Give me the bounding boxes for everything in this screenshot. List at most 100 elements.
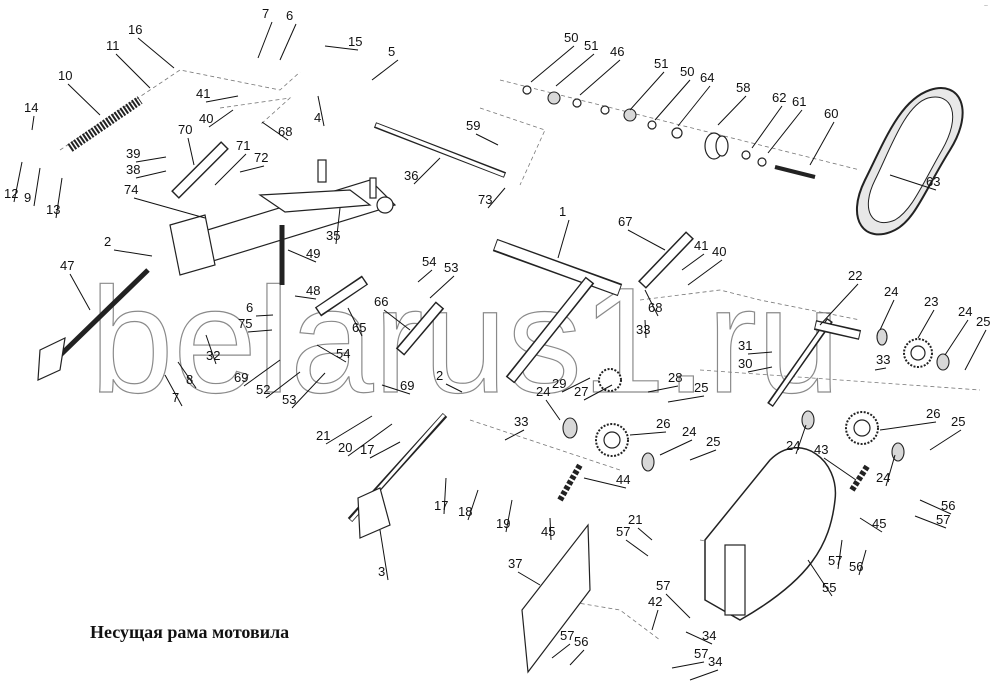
part-callout-25: 25: [964, 314, 990, 371]
part-callout-6: 6: [279, 8, 297, 61]
chains: [557, 463, 871, 502]
part-callout-7: 7: [257, 6, 273, 59]
part-callout-46: 46: [579, 44, 624, 96]
pulley-assembly: [522, 85, 816, 179]
part-number: 41: [694, 238, 708, 253]
part-number: 50: [680, 64, 694, 79]
part-number: 48: [306, 283, 320, 298]
part-callout-60: 60: [809, 106, 838, 166]
part-number: 38: [126, 162, 140, 177]
part-number: 58: [736, 80, 750, 95]
part-number: 69: [400, 378, 414, 393]
part-callout-63: 63: [889, 174, 940, 191]
part-callout-2: 2: [104, 234, 153, 257]
leader-line: [879, 299, 895, 331]
part-number: 57: [656, 578, 670, 593]
part-callout-26: 26: [629, 416, 670, 436]
part-callout-33: 33: [636, 319, 650, 339]
leader-line: [944, 319, 969, 356]
part-number: 25: [976, 314, 990, 329]
part-callout-21: 21: [628, 512, 653, 541]
part-callout-29: 29: [552, 376, 591, 393]
part-number: 62: [772, 90, 786, 105]
leader-line: [583, 384, 613, 401]
leader-line: [371, 59, 399, 81]
leader-line: [823, 457, 857, 481]
leader-line: [914, 515, 947, 529]
part-number: 9: [24, 190, 31, 205]
part-number: 26: [656, 416, 670, 431]
leader-line: [885, 454, 896, 487]
reel-drive-frame: [492, 238, 862, 408]
part-callout-41: 41: [196, 86, 239, 103]
part-number: 24: [536, 384, 550, 399]
part-number: 16: [128, 22, 142, 37]
part-callout-67: 67: [618, 214, 666, 251]
part-number: 27: [574, 384, 588, 399]
part-number: 75: [238, 316, 252, 331]
leader-line: [177, 361, 197, 389]
leader-line: [316, 344, 347, 363]
part-callout-3: 3: [378, 529, 389, 581]
part-number: 24: [682, 424, 696, 439]
part-callout-62: 62: [751, 90, 786, 149]
leader-line: [557, 219, 570, 259]
part-callout-25: 25: [667, 380, 708, 403]
leader-line: [874, 367, 887, 371]
corner-mark: ~: [983, 3, 988, 10]
part-callout-7: 7: [164, 374, 183, 407]
part-number: 52: [256, 382, 270, 397]
leader-line: [665, 593, 691, 619]
part-callout-8: 8: [177, 361, 197, 389]
leader-line: [247, 329, 273, 333]
leader-line: [717, 95, 747, 126]
part-callout-24: 24: [536, 384, 561, 421]
leader-line: [135, 170, 167, 179]
part-callout-48: 48: [294, 283, 320, 300]
leader-line: [545, 399, 561, 421]
part-callout-33: 33: [874, 352, 890, 371]
part-callout-24: 24: [659, 424, 696, 456]
part-number: 4: [314, 110, 321, 125]
part-number: 11: [106, 38, 120, 53]
part-number: 57: [694, 646, 708, 661]
leader-line: [243, 359, 281, 387]
part-callout-57: 57: [671, 646, 708, 669]
leader-line: [689, 449, 717, 461]
part-number: 57: [828, 553, 842, 568]
part-number: 8: [186, 372, 193, 387]
part-number: 40: [712, 244, 726, 259]
part-callout-34: 34: [685, 628, 716, 645]
leader-line: [751, 105, 783, 149]
leader-line: [637, 527, 653, 541]
bracket: [37, 336, 391, 539]
part-number: 47: [60, 258, 74, 273]
part-callout-25: 25: [929, 414, 965, 451]
part-callout-37: 37: [508, 556, 541, 586]
part-callout-5: 5: [371, 44, 399, 81]
part-number: 22: [848, 268, 862, 283]
leader-line: [325, 415, 373, 445]
part-callout-36: 36: [404, 157, 441, 185]
part-callout-20: 20: [338, 423, 393, 457]
part-callout-16: 16: [128, 22, 175, 69]
part-callout-68: 68: [644, 289, 662, 317]
part-number: 29: [552, 376, 566, 391]
part-number: 51: [584, 38, 598, 53]
leader-line: [795, 424, 807, 455]
part-number: 3: [378, 564, 385, 579]
leader-line: [417, 269, 433, 283]
part-callout-17: 17: [434, 477, 448, 515]
part-callout-13: 13: [46, 177, 63, 219]
part-callout-6: 6: [246, 300, 274, 317]
watermark: belarus1.ru: [90, 256, 840, 424]
leader-line: [917, 309, 935, 339]
part-number: 30: [738, 356, 752, 371]
part-number: 25: [706, 434, 720, 449]
part-number: 39: [126, 146, 140, 161]
part-callout-73: 73: [478, 187, 506, 209]
leader-line: [651, 609, 659, 631]
hydraulic-cylinders: [171, 141, 694, 356]
leader-line: [504, 429, 525, 441]
